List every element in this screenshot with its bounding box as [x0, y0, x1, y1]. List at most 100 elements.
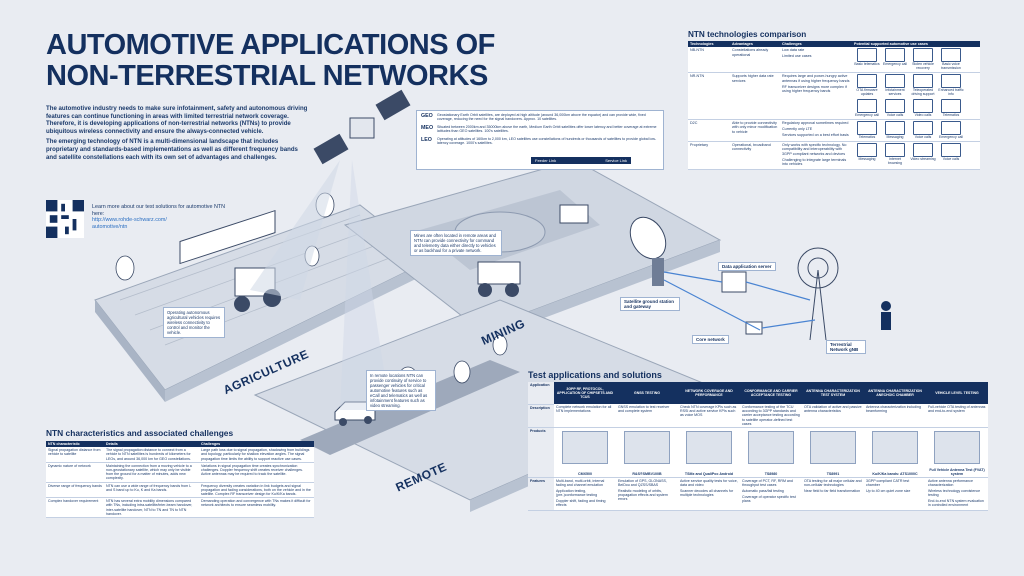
details-cell: NTN can use a wide range of frequency ba…: [104, 482, 199, 499]
use-case-icon: [857, 99, 877, 114]
car-icon: [334, 401, 376, 426]
use-case-item: Enhanced traffic info: [938, 74, 964, 97]
test-description-cell: Antenna characterization including beamf…: [864, 404, 926, 429]
use-case-item: Emergency call: [854, 99, 880, 118]
test-description-cell: GNSS emulation to test receiver and comp…: [616, 404, 678, 429]
tech-cell: D2C: [688, 119, 730, 142]
product-cell: R&S®SMBV100B: [616, 427, 678, 479]
use-case-icon: [885, 74, 905, 89]
service-link-label: Service Link: [605, 158, 627, 163]
terrestrial-network-label: Terrestrial Network gNB: [826, 340, 866, 355]
characteristic-cell: Dynamic nature of network: [46, 462, 104, 483]
test-heading: Test applications and solutions: [528, 370, 662, 380]
row-header: Description: [528, 404, 554, 429]
use-case-icon: [885, 48, 905, 63]
use-case-icon: [913, 74, 933, 89]
use-case-item: Teleoperated driving support: [910, 74, 936, 97]
characteristics-table: NTN characteristic Details Challenges Si…: [46, 441, 314, 519]
product-cell: TS8991: [802, 427, 864, 479]
advantage-cell: Operational, broadband connectivity: [730, 141, 780, 170]
qr-code-icon[interactable]: [46, 200, 84, 238]
test-column-header: VEHICLE LEVEL TESTING: [926, 382, 988, 404]
characteristic-cell: Signal propagation distance from vehicle…: [46, 447, 104, 463]
use-case-item: Video calls: [910, 99, 936, 118]
product-cell: Ku/K/Ka bands: ATS1000C: [864, 427, 926, 479]
tech-cell: NR-NTN: [688, 72, 730, 120]
link-legend: Feeder Link Service Link: [531, 157, 631, 164]
use-case-icon: [941, 99, 961, 114]
test-column-header: ANTENNA CHARACTERIZATION TEST SYSTEM: [802, 382, 864, 404]
product-cell: TS8980: [740, 427, 802, 479]
use-case-item: Voice calls: [938, 142, 964, 166]
use-case-item: Emergency call: [882, 48, 908, 71]
test-description-cell: Complete network emulation for all NTN i…: [554, 404, 616, 429]
use-case-item: Telematics: [854, 120, 880, 140]
intro-paragraph-2: The emerging technology of NTN is a mult…: [46, 138, 298, 161]
learn-more-link-2[interactable]: automotive/ntn: [92, 223, 128, 230]
test-column-header: 3GPP RF, PROTOCOL, APPLICATION OF CHIPSE…: [554, 382, 616, 404]
use-case-item: Infotainment services: [882, 74, 908, 97]
features-cell: Coverage of PCT, RF, RRM and throughput …: [740, 477, 802, 511]
challenges-cell: Frequency diversity creates variation in…: [199, 482, 314, 499]
use-case-item: Emergency call: [938, 120, 964, 140]
product-image: [872, 431, 918, 465]
features-cell: Emulation of GPS, GLONASS, BeiDou and QZ…: [616, 477, 678, 511]
learn-more-link[interactable]: http://www.rohde-schwarz.com/: [92, 217, 167, 224]
test-description-cell: Full-vehicle OTA testing of antennas and…: [926, 404, 988, 429]
intro-text: The automotive industry needs to make su…: [46, 105, 308, 164]
challenges-cell: Demanding operation and convergence with…: [199, 497, 314, 519]
intro-paragraph-1: The automotive industry needs to make su…: [46, 105, 308, 135]
use-case-item: OTA firmware updates: [854, 74, 880, 97]
product-image: [624, 431, 670, 465]
features-cell: Active service quality tests for voice, …: [678, 477, 740, 511]
use-case-item: Internet browsing: [882, 142, 908, 166]
use-case-icon: [885, 142, 905, 157]
use-case-icon: [913, 99, 933, 114]
tower-icon: [797, 247, 839, 341]
test-description-cell: Conformance testing of the TCU according…: [740, 404, 802, 429]
row-header: Products: [528, 427, 554, 479]
advantage-cell: Able to provide connectivity with only m…: [730, 119, 780, 142]
core-network-label: Core network: [692, 335, 729, 345]
challenges-cell: Large path loss due to signal propagatio…: [199, 447, 314, 463]
product-image: [686, 431, 732, 465]
use-case-item: Messaging: [882, 120, 908, 140]
person-icon: [881, 301, 891, 330]
product-image: [934, 431, 980, 465]
agriculture-callout: Operating autonomous agricultural vehicl…: [163, 307, 225, 338]
test-description-cell: OTA validation of active and passive ant…: [802, 404, 864, 429]
server-icon: [721, 271, 747, 293]
use-case-item: Video streaming: [910, 142, 936, 166]
learn-more-text: Learn more about our test solutions for …: [92, 204, 226, 217]
test-column-header: ANTENNA CHARACTERIZATION ANECHOIC CHAMBE…: [864, 382, 926, 404]
use-case-item: Voice calls: [910, 120, 936, 140]
product-image: [748, 431, 794, 465]
advantage-cell: Constellations already operational: [730, 47, 780, 74]
use-case-icon: [941, 120, 961, 135]
mining-truck-icon: [477, 204, 589, 297]
product-image: [562, 431, 608, 465]
advantage-cell: Supports higher data rate services: [730, 72, 780, 120]
tech-cell: NB-NTN: [688, 47, 730, 74]
details-cell: Maintaining the connection from a moving…: [104, 462, 199, 483]
ntn-comparison-panel: NTN technologies comparison Technologies…: [688, 30, 980, 170]
test-column-header: GNSS TESTING: [616, 382, 678, 404]
use-case-item: Messaging: [854, 142, 880, 166]
use-case-icon: [857, 120, 877, 135]
features-cell: OTA testing for all major cellular and n…: [802, 477, 864, 511]
